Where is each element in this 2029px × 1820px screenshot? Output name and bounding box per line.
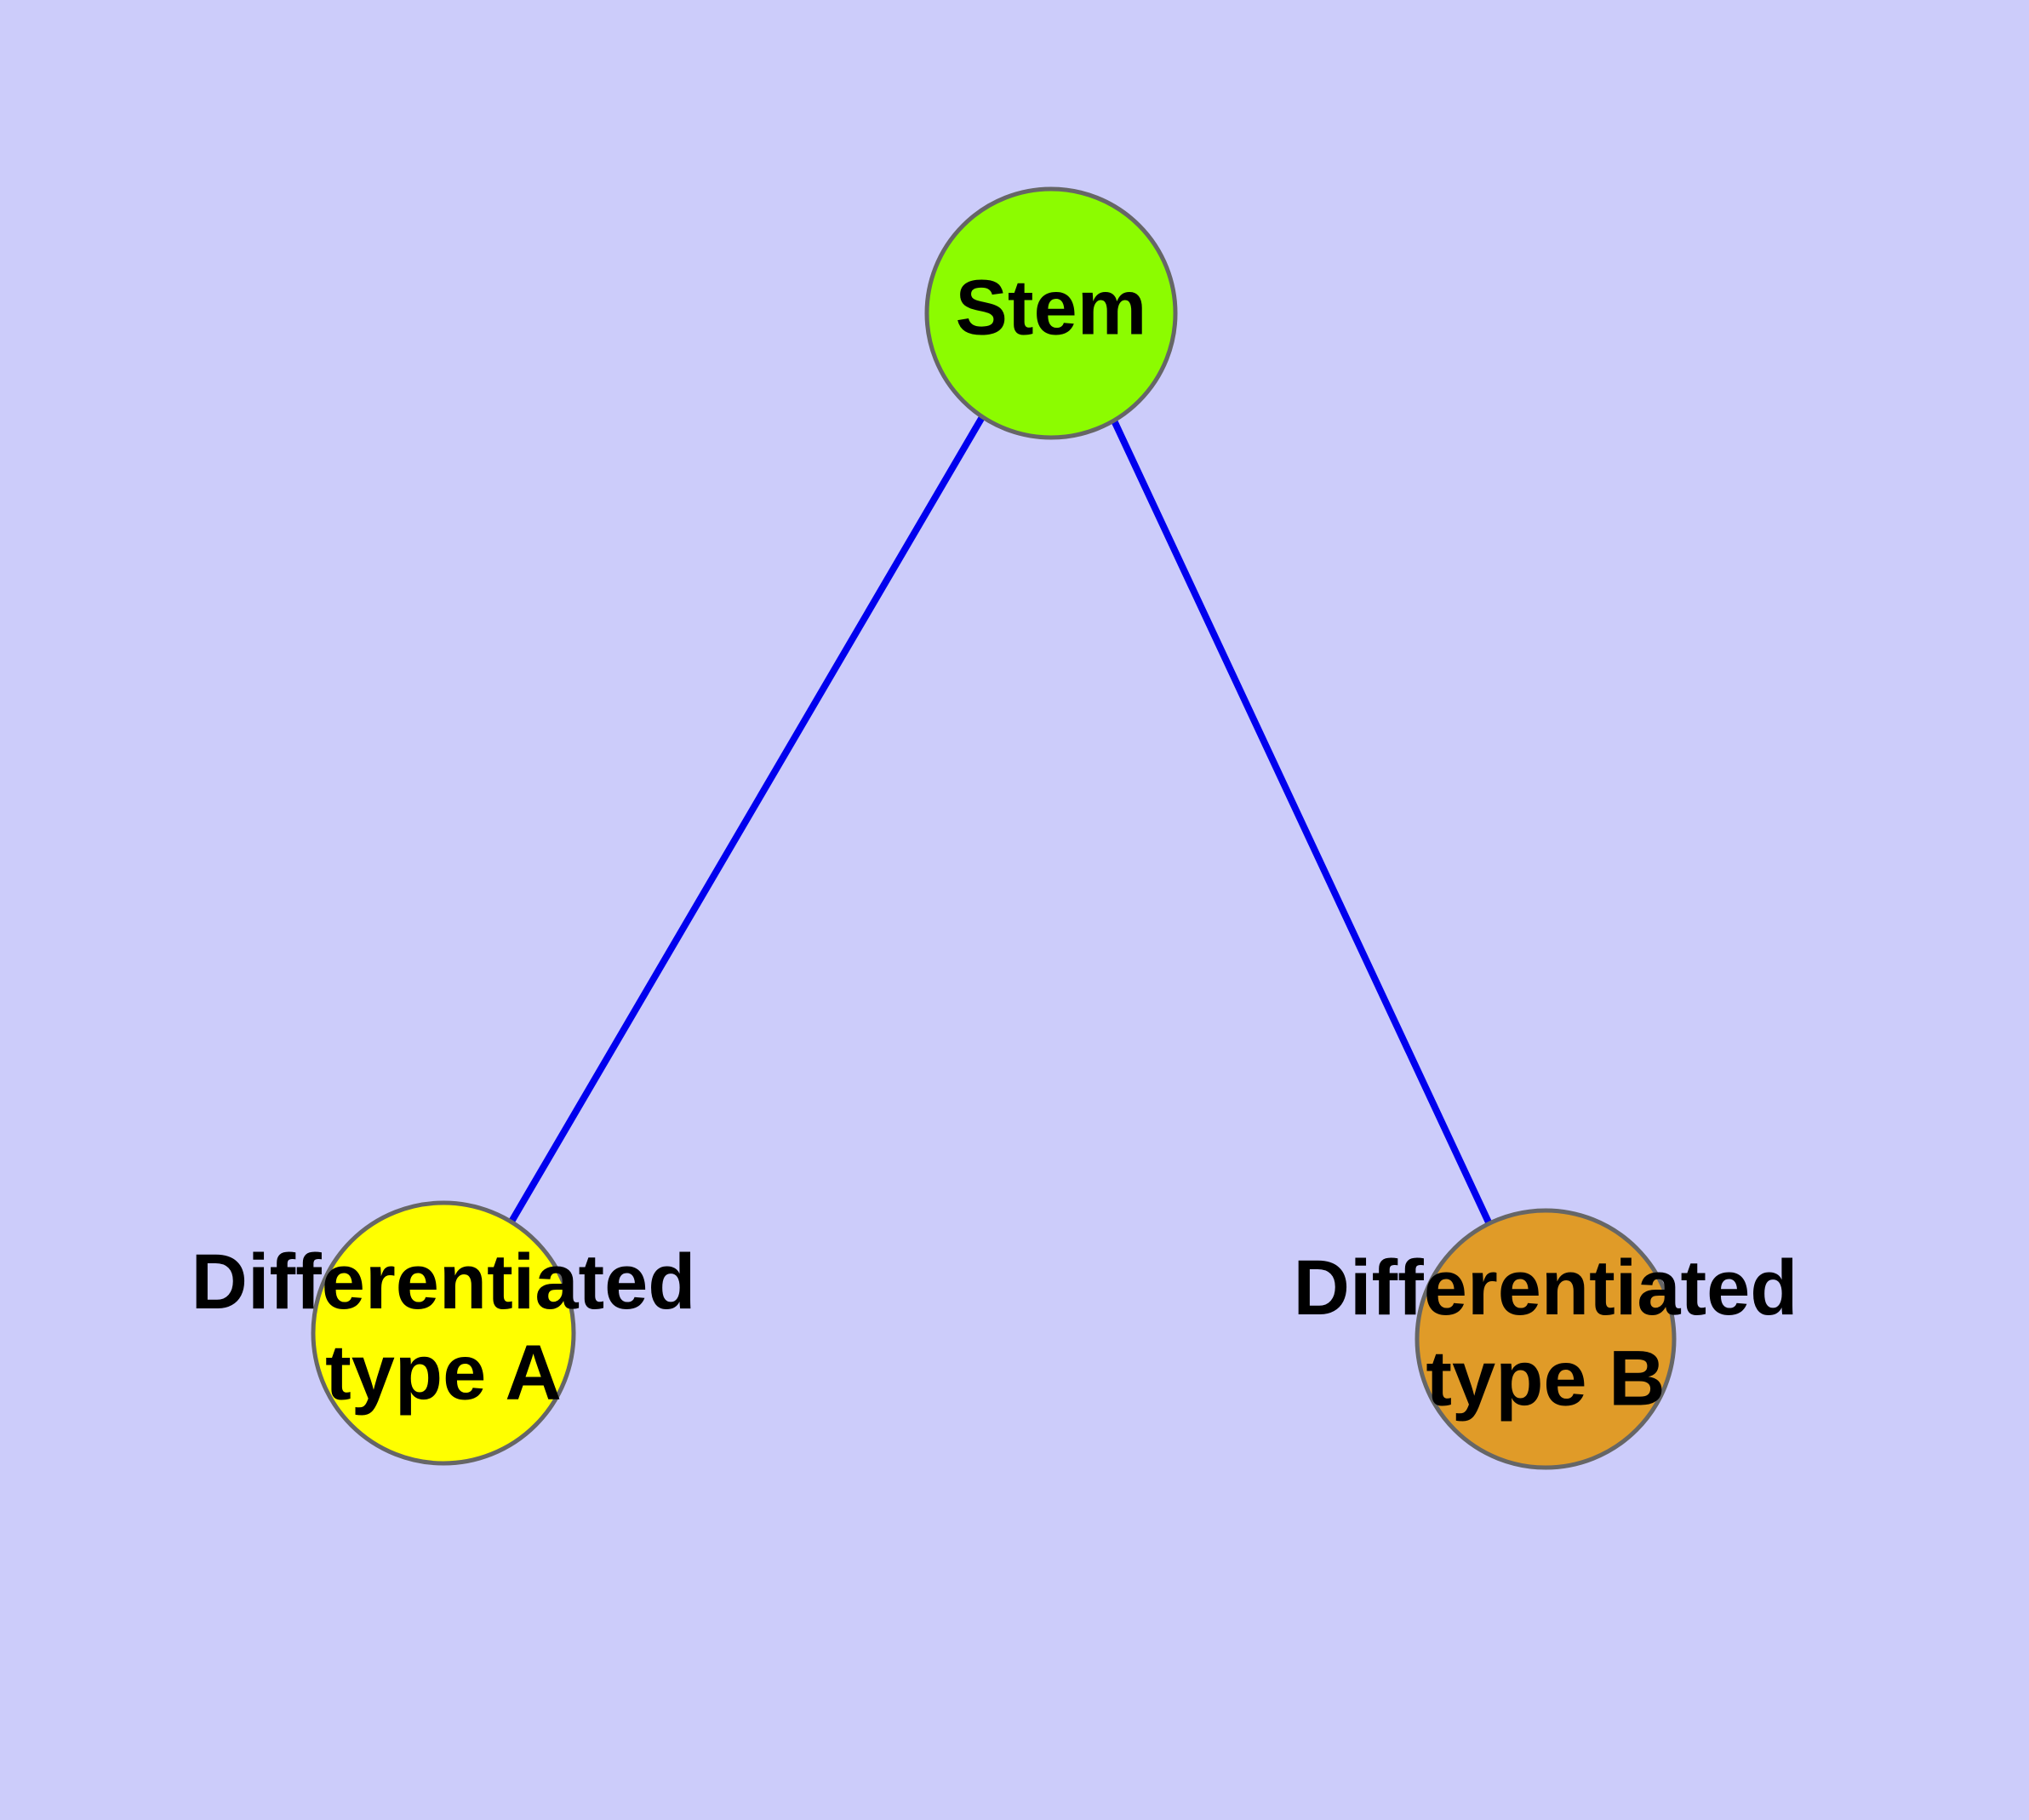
node-label-stem: Stem: [956, 264, 1147, 351]
node-diff_a[interactable]: [311, 1200, 576, 1466]
edge-stem-to-diff-b[interactable]: [1110, 417, 1493, 1226]
edges-layer: [508, 415, 1493, 1226]
node-label-diff_a: Differentiated: [191, 1239, 696, 1325]
node-label-diff_b: type B: [1426, 1336, 1665, 1422]
edge-stem-to-diff-a[interactable]: [508, 415, 986, 1224]
nodes-layer: [311, 186, 1677, 1470]
node-label-diff_a: type A: [325, 1330, 562, 1417]
node-label-diff_b: Differentiated: [1294, 1245, 1798, 1331]
node-stem[interactable]: [924, 186, 1178, 440]
node-diff_b[interactable]: [1415, 1208, 1677, 1470]
